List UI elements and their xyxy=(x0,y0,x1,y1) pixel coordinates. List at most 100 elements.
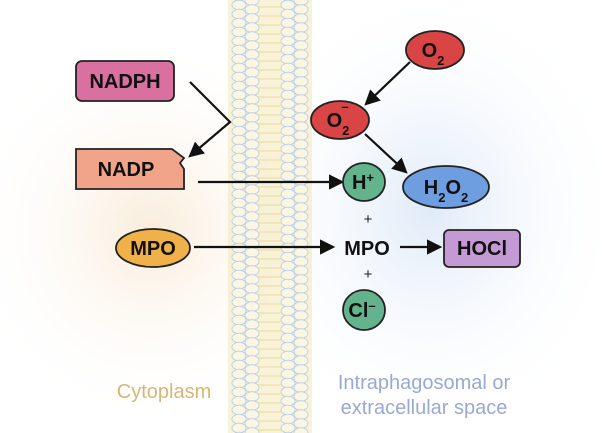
lipid-head xyxy=(280,26,296,38)
lipid-head xyxy=(244,58,260,69)
lipid-head xyxy=(293,229,309,240)
lipid-head xyxy=(280,332,296,344)
lipid-head xyxy=(293,211,309,222)
lipid-head xyxy=(293,49,309,60)
h2o2-ellipse xyxy=(402,165,490,209)
lipid-head xyxy=(231,269,247,281)
lipid-head xyxy=(293,4,309,15)
lipid-head xyxy=(231,350,247,362)
lipid-head xyxy=(231,296,247,308)
lipid-head xyxy=(293,301,309,312)
lipid-head xyxy=(231,359,247,371)
superoxide-ellipse xyxy=(310,100,370,140)
lipid-head xyxy=(293,22,309,33)
lipid-head xyxy=(244,310,260,321)
lipid-head xyxy=(244,175,260,186)
lipid-head xyxy=(231,386,247,398)
lipid-head xyxy=(293,157,309,168)
lipid-head xyxy=(231,215,247,227)
lipid-head xyxy=(280,305,296,317)
lipid-head xyxy=(293,76,309,87)
lipid-head xyxy=(280,233,296,245)
lipid-head xyxy=(231,116,247,128)
lipid-head xyxy=(244,319,260,330)
lipid-head xyxy=(244,382,260,393)
nadp-node: NADP xyxy=(75,148,186,190)
lipid-head xyxy=(293,103,309,114)
nadph-node: NADPH xyxy=(75,60,175,102)
lipid-head xyxy=(231,71,247,83)
superoxide-to-h2o2-arrow xyxy=(364,133,408,174)
lipid-head xyxy=(244,13,260,24)
lipid-head xyxy=(280,287,296,299)
plus-bottom: + xyxy=(364,266,373,283)
lipid-head xyxy=(293,400,309,411)
mpo-center-label: MPO xyxy=(344,238,390,260)
lipid-head xyxy=(244,40,260,51)
lipid-head xyxy=(231,26,247,38)
lipid-head xyxy=(293,256,309,267)
lipid-head xyxy=(293,175,309,186)
lipid-head xyxy=(280,44,296,56)
lipid-head xyxy=(293,292,309,303)
lipid-head xyxy=(280,152,296,164)
lipid-head xyxy=(280,197,296,209)
proton-ellipse xyxy=(342,162,386,202)
lipid-head xyxy=(231,188,247,200)
lipid-head xyxy=(280,125,296,137)
lipid-head xyxy=(244,67,260,78)
lipid-head xyxy=(231,314,247,326)
lipid-head xyxy=(244,292,260,303)
hocl-box xyxy=(443,229,521,268)
lipid-head xyxy=(293,346,309,357)
lipid-head xyxy=(293,355,309,366)
lipid-head xyxy=(244,157,260,168)
lipid-head xyxy=(293,67,309,78)
lipid-head xyxy=(231,35,247,47)
lipid-head xyxy=(280,341,296,353)
hocl-label: HOCl xyxy=(457,238,507,260)
lipid-head xyxy=(244,202,260,213)
lipid-head xyxy=(293,85,309,96)
lipid-head xyxy=(231,44,247,56)
lipid-head xyxy=(244,301,260,312)
lipid-head xyxy=(280,377,296,389)
o2-to-superoxide-arrow xyxy=(364,61,411,106)
lipid-head xyxy=(231,152,247,164)
lipid-head xyxy=(231,368,247,380)
hocl-node: HOCl xyxy=(443,229,521,268)
lipid-head xyxy=(231,80,247,92)
lipid-head xyxy=(231,224,247,236)
lipid-head xyxy=(293,337,309,348)
lipid-head xyxy=(293,112,309,123)
lipid-head xyxy=(244,85,260,96)
lipid-head xyxy=(231,89,247,101)
lipid-head xyxy=(231,0,247,11)
chloride-ellipse xyxy=(342,289,386,331)
lipid-head xyxy=(293,139,309,150)
lipid-head xyxy=(231,395,247,407)
lipid-head xyxy=(280,71,296,83)
lipid-head xyxy=(293,130,309,141)
lipid-head xyxy=(293,319,309,330)
lipid-head xyxy=(244,328,260,339)
lipid-head xyxy=(280,35,296,47)
lipid-head xyxy=(280,116,296,128)
lipid-head xyxy=(231,17,247,29)
superoxide-label: O2– xyxy=(327,99,350,138)
mpo-left-node: MPO xyxy=(115,228,191,268)
lipid-head xyxy=(231,422,247,433)
lipid-head xyxy=(293,220,309,231)
lipid-head xyxy=(231,8,247,20)
oxygen-label: O2 xyxy=(422,40,445,68)
outside-label-line2: extracellular space xyxy=(341,397,508,419)
lipid-head xyxy=(231,323,247,335)
chloride-node: Cl– xyxy=(342,289,386,331)
lipid-head xyxy=(244,346,260,357)
lipid-head xyxy=(280,161,296,173)
oxygen-node: O2 xyxy=(405,30,465,70)
lipid-head xyxy=(231,233,247,245)
lipid-head xyxy=(244,337,260,348)
lipid-head xyxy=(280,188,296,200)
lipid-head xyxy=(231,305,247,317)
